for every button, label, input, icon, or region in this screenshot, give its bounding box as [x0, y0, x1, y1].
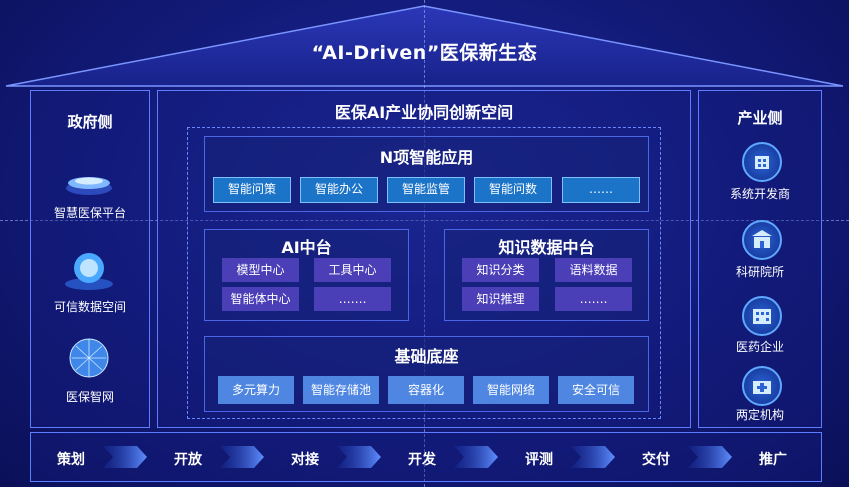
chevron-right-icon [337, 446, 381, 468]
data-sphere-icon [65, 253, 113, 290]
ai-platform-button[interactable]: 工具中心 [314, 258, 391, 282]
left-item-label: 医保智网 [65, 390, 114, 404]
foundation-button[interactable]: 智能存储池 [303, 376, 379, 404]
right-item-label: 两定机构 [735, 408, 784, 422]
ai-platform-button-more[interactable]: ……. [314, 287, 391, 311]
app-button[interactable]: 智能问策 [213, 177, 291, 203]
knowledge-platform-title: 知识数据中台 [498, 238, 595, 257]
knowledge-button[interactable]: 知识分类 [462, 258, 539, 282]
knowledge-button[interactable]: 语料数据 [555, 258, 632, 282]
ai-platform-button[interactable]: 智能体中心 [222, 287, 299, 311]
flow-arrows [103, 446, 732, 468]
flow-step: 评测 [525, 452, 553, 468]
foundation-button[interactable]: 多元算力 [218, 376, 294, 404]
app-button[interactable]: 智能办公 [300, 177, 378, 203]
ai-platform-button[interactable]: 模型中心 [222, 258, 299, 282]
right-item-label: 系统开发商 [729, 187, 790, 201]
building-icon [742, 142, 782, 182]
flow-step: 开放 [174, 452, 202, 468]
chevron-right-icon [454, 446, 498, 468]
foundation-button[interactable]: 安全可信 [558, 376, 634, 404]
chevron-right-icon [688, 446, 732, 468]
institute-icon [742, 220, 782, 260]
flow-step: 对接 [291, 452, 319, 468]
innovation-space-title: 医保AI产业协同创新空间 [334, 103, 514, 122]
workflow-bar [30, 432, 822, 482]
smart-apps-title: N项智能应用 [379, 148, 474, 167]
right-item-label: 医药企业 [735, 340, 784, 354]
ai-platform-title: AI中台 [281, 238, 332, 257]
foundation-button[interactable]: 智能网络 [473, 376, 549, 404]
flow-step: 推广 [759, 452, 787, 468]
chevron-right-icon [571, 446, 615, 468]
chevron-right-icon [103, 446, 147, 468]
app-button[interactable]: 智能监管 [387, 177, 465, 203]
hospital-icon [742, 366, 782, 406]
knowledge-button-more[interactable]: ……. [555, 287, 632, 311]
flow-step: 开发 [408, 452, 436, 468]
flow-step: 策划 [57, 452, 85, 468]
inner-dashed-frame [187, 127, 661, 419]
industry-title: 产业侧 [737, 109, 783, 127]
flow-step: 交付 [642, 452, 670, 468]
app-button[interactable]: 智能问数 [474, 177, 552, 203]
foundation-button[interactable]: 容器化 [388, 376, 464, 404]
app-button-more[interactable]: …… [562, 177, 640, 203]
left-item-label: 智慧医保平台 [53, 206, 126, 220]
platform-disc-icon [66, 177, 112, 195]
left-item-label: 可信数据空间 [53, 300, 126, 314]
government-title: 政府侧 [67, 113, 113, 131]
right-item-label: 科研院所 [735, 265, 784, 279]
enterprise-icon [742, 296, 782, 336]
network-globe-icon [69, 338, 109, 378]
foundation-title: 基础底座 [394, 347, 459, 366]
chevron-right-icon [220, 446, 264, 468]
guide-line-vertical [424, 0, 425, 487]
knowledge-button[interactable]: 知识推理 [462, 287, 539, 311]
